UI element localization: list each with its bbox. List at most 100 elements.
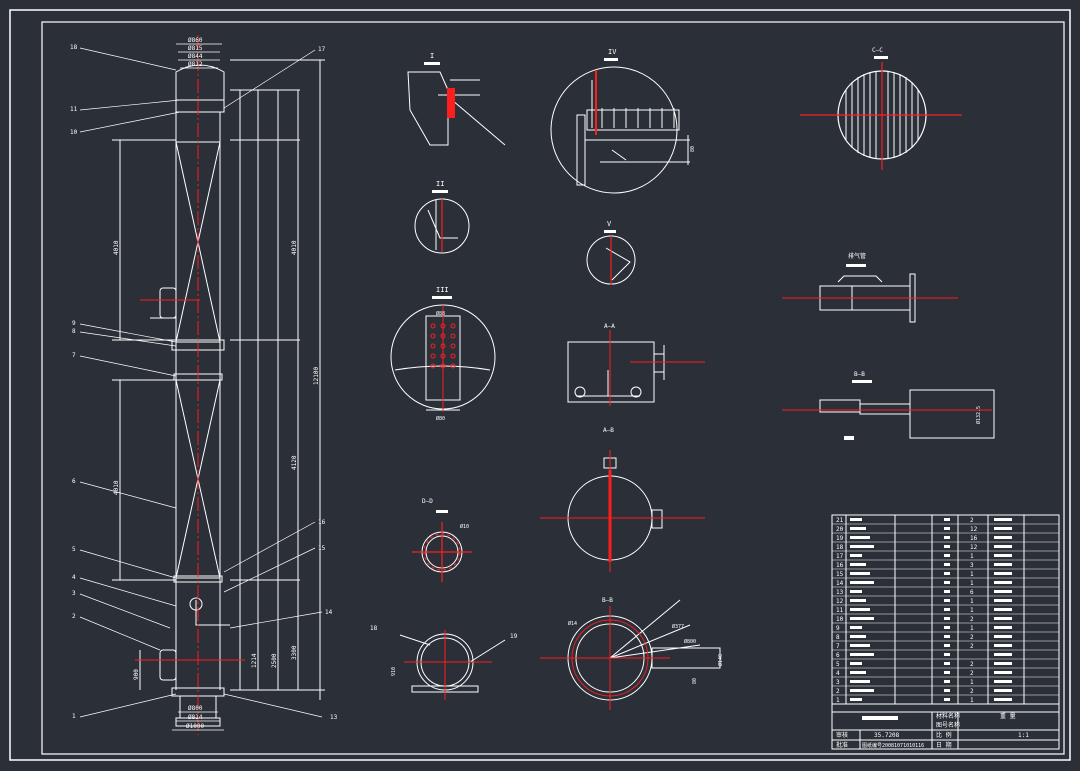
tb-row-qty: 2 — [970, 616, 974, 623]
detail-iv — [550, 66, 690, 194]
tb-row-mark — [944, 608, 950, 611]
tb-row-material — [994, 680, 1012, 683]
title-iv: IV — [608, 48, 617, 56]
title-bhb: B—B — [854, 371, 865, 378]
nozzle-b-mark — [844, 436, 854, 440]
tb-row-material — [994, 617, 1012, 620]
tb-row-bar — [850, 572, 870, 575]
tb-label-2: 图号名称 — [936, 721, 960, 729]
tb-row-qty: 2 — [970, 661, 974, 668]
bb-dim-0: Ø14 — [568, 620, 577, 627]
tb-row-qty: 1 — [970, 580, 974, 587]
iii-top-dim: Ø88 — [436, 310, 445, 317]
tb-row-num: 10 — [836, 616, 844, 623]
callout-l-5: 7 — [72, 352, 76, 359]
callout-r-0: 17 — [318, 46, 326, 53]
tb-row-bar — [850, 590, 862, 593]
right-callouts: 17 16 15 14 13 — [318, 46, 338, 721]
title-block-footer: 材料名称 图号名称 重 量 审核 批准 35.7208 图纸编号20081071… — [836, 712, 1029, 749]
title-dd: D—D — [422, 498, 433, 505]
tb-row-material — [994, 698, 1012, 701]
dim-top-2: Ø844 — [188, 53, 203, 60]
tb-row-bar — [850, 608, 870, 611]
tb-row-material — [994, 536, 1012, 539]
detail-i — [407, 71, 506, 146]
callout-l-0: 18 — [70, 44, 78, 51]
column-bottom-dims: Ø800 Ø814 Ø1000 — [186, 705, 204, 730]
tb-row-num: 6 — [836, 652, 840, 659]
hdim-2: 12100 — [313, 367, 320, 385]
column-height-dims: 4010 4010 12100 4120 4010 3300 2500 1214… — [113, 240, 320, 680]
tb-row-material — [994, 662, 1012, 665]
tb-ratio-val: 1:1 — [1018, 732, 1029, 739]
tb-check: 审核 — [836, 731, 848, 739]
callout-l-9: 3 — [72, 590, 76, 597]
tb-row-qty: 1 — [970, 625, 974, 632]
title-nozzle-a-mark — [846, 264, 866, 267]
hdim-7: 1214 — [251, 653, 258, 668]
callout-r-4: 13 — [330, 714, 338, 721]
inner-frame — [41, 21, 1065, 755]
tb-row-material — [994, 572, 1012, 575]
callout-l-7: 5 — [72, 546, 76, 553]
tb-row-num: 15 — [836, 571, 844, 578]
title-cc: C—C — [872, 47, 883, 54]
tb-num2: 图纸编号20081071010116 — [862, 742, 924, 749]
callout-r-3: 14 — [325, 609, 333, 616]
tb-row-mark — [944, 698, 950, 701]
tb-row-qty: 1 — [970, 598, 974, 605]
dim-bottom-1: Ø814 — [188, 714, 203, 721]
tb-row-num: 20 — [836, 526, 844, 533]
tb-row-num: 16 — [836, 562, 844, 569]
tb-row-mark — [944, 554, 950, 557]
callout-l-3: 9 — [72, 320, 76, 327]
bb-dim-3: Ø140 — [717, 654, 724, 666]
tb-row-bar — [850, 698, 862, 701]
dim-top-0: Ø860 — [188, 37, 203, 44]
detail-flange-bottom — [399, 633, 506, 693]
flange-callout-b: 19 — [510, 633, 518, 640]
tb-footer-bar — [862, 716, 898, 720]
dim-top-1: Ø815 — [188, 45, 203, 52]
tb-row-bar — [850, 599, 866, 602]
tb-row-mark — [944, 572, 950, 575]
tb-date-label: 日 期 — [936, 741, 952, 749]
title-ab: A—B — [603, 427, 614, 434]
tb-scale-hdr: 重 量 — [1000, 712, 1016, 720]
tb-row-bar — [850, 617, 874, 620]
title-ii: II — [436, 180, 444, 188]
tb-row-num: 4 — [836, 670, 840, 677]
hdim-0: 4010 — [113, 240, 120, 255]
tb-row-bar — [850, 536, 870, 539]
tb-row-mark — [944, 518, 950, 521]
left-callout-leaders — [79, 47, 181, 718]
tb-row-mark — [944, 536, 950, 539]
tb-row-bar — [850, 581, 874, 584]
tb-row-mark — [944, 527, 950, 530]
tb-row-mark — [944, 644, 950, 647]
tb-row-mark — [944, 590, 950, 593]
title-iii: III — [436, 286, 449, 294]
tb-row-num: 11 — [836, 607, 844, 614]
tb-row-qty: 12 — [970, 544, 978, 551]
tb-row-bar — [850, 527, 866, 530]
iii-bottom-dim: Ø80 — [436, 415, 445, 422]
tb-row-bar — [850, 653, 874, 656]
title-nozzle-a: 排气管 — [848, 252, 866, 260]
tb-row-num: 14 — [836, 580, 844, 587]
iv-dim: 80 — [690, 146, 696, 152]
tb-row-mark — [944, 599, 950, 602]
tb-row-bar — [850, 626, 862, 629]
title-bhb-mark — [852, 380, 872, 383]
ab-red — [540, 450, 705, 572]
column-bottom-dim-lines — [172, 711, 224, 731]
tb-row-material — [994, 518, 1012, 521]
nozzle-b-dim: Ø132.5 — [975, 406, 982, 424]
tb-row-bar — [850, 662, 862, 665]
tb-row-material — [994, 689, 1012, 692]
tb-row-qty: 2 — [970, 517, 974, 524]
tb-row-material — [994, 671, 1012, 674]
title-iv-mark — [604, 58, 618, 61]
